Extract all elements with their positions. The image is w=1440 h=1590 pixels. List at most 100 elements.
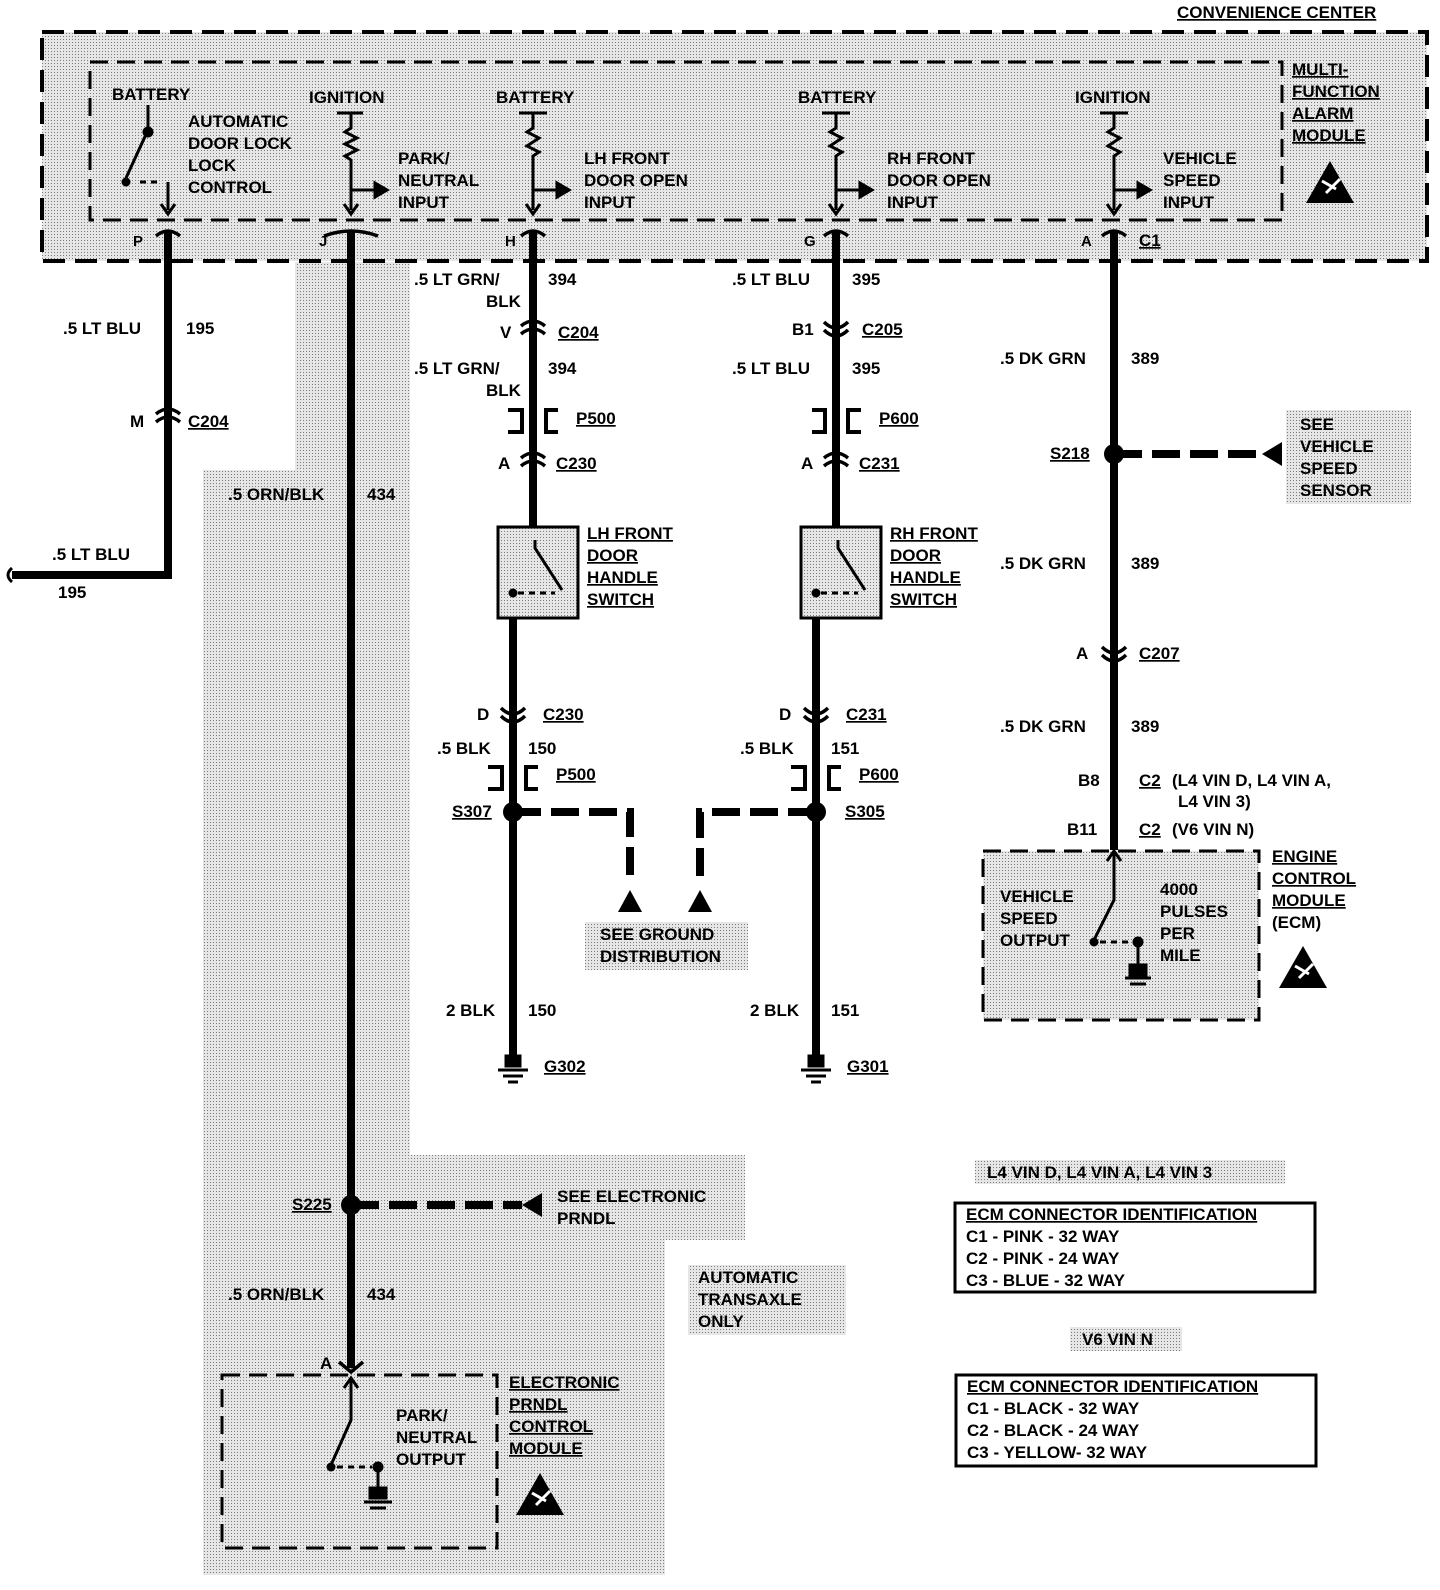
ground-arrow-rh [688, 890, 712, 912]
pn-output-label: NEUTRAL [396, 1428, 477, 1447]
ignition-vs-label: IGNITION [1075, 88, 1151, 107]
wire-label: .5 BLK [437, 739, 492, 758]
auto-trans-label: AUTOMATIC [698, 1268, 798, 1287]
pin-label: D [477, 705, 489, 724]
connector-note: (V6 VIN N) [1172, 820, 1254, 839]
inline-connectors [154, 229, 1128, 1375]
prndl-module-name: PRNDL [509, 1395, 568, 1414]
pin-label: A [801, 454, 813, 473]
rh-switch-box [799, 525, 883, 620]
lh-switch-label: DOOR [587, 546, 638, 565]
pin-label: A [1081, 233, 1092, 250]
ground-ref-shade [585, 922, 748, 970]
mfam-name: ALARM [1292, 104, 1353, 123]
mfam-name: MULTI- [1292, 60, 1348, 79]
circuit-label: 389 [1131, 717, 1159, 736]
wire-label: .5 DK GRN [1000, 717, 1086, 736]
circuit-label: 395 [852, 270, 880, 289]
vss-ref-shade [1286, 410, 1411, 504]
wire-label: 2 BLK [750, 1001, 800, 1020]
convenience-center-outline [40, 30, 1429, 263]
ecm-table-2 [954, 1373, 1318, 1468]
vs-input-label: INPUT [1163, 193, 1215, 212]
pin-label: A [320, 1354, 332, 1373]
circuit-label: 394 [548, 359, 577, 378]
table-tag: L4 VIN D, L4 VIN A, L4 VIN 3 [987, 1163, 1212, 1182]
wire-label: .5 LT BLU [732, 270, 810, 289]
lock-label: DOOR LOCK [188, 134, 293, 153]
prndl-module-name: MODULE [509, 1439, 583, 1458]
table-tag: V6 VIN N [1082, 1330, 1153, 1349]
wire-label: .5 DK GRN [1000, 554, 1086, 573]
table-row: C1 - PINK - 32 WAY [966, 1227, 1120, 1246]
pin-label: B1 [792, 320, 814, 339]
rh-switch-label: RH FRONT [890, 524, 978, 543]
prndl-module-name: ELECTRONIC [509, 1373, 620, 1392]
mfam-name: MODULE [1292, 126, 1366, 145]
labels: CONVENIENCE CENTER MULTI- FUNCTION ALARM… [52, 3, 1380, 1469]
circuit-label: 389 [1131, 349, 1159, 368]
connector-label: C2 [1139, 820, 1161, 839]
ground-arrow-lh [618, 890, 642, 912]
ecm-name: (ECM) [1272, 913, 1321, 932]
battery-lh-label: BATTERY [496, 88, 575, 107]
mfam-outline [88, 60, 1284, 222]
ignition-label: IGNITION [309, 88, 385, 107]
rh-input-label: INPUT [887, 193, 939, 212]
circuit-label: 389 [1131, 554, 1159, 573]
wires [12, 232, 1118, 1368]
convenience-center-shade [42, 32, 1427, 261]
wire-label: .5 LT BLU [63, 319, 141, 338]
lh-switch-label: LH FRONT [587, 524, 674, 543]
connector-label: C231 [859, 454, 900, 473]
park-input-label: PARK/ [398, 149, 450, 168]
pulses-label: MILE [1160, 946, 1201, 965]
pin-label: H [505, 233, 516, 250]
lh-switch-box [496, 525, 580, 620]
circuit-label: 150 [528, 1001, 556, 1020]
pin-label: M [130, 412, 144, 431]
vs-input-label: VEHICLE [1163, 149, 1237, 168]
lh-input-label: DOOR OPEN [584, 171, 688, 190]
vso-label: OUTPUT [1000, 931, 1071, 950]
pulses-label: PER [1160, 924, 1195, 943]
pin-label: A [498, 454, 510, 473]
wire-195-end [6, 566, 14, 584]
ground-ref-label: SEE GROUND [600, 925, 714, 944]
pin-label: B11 [1067, 820, 1097, 839]
vss-ref-label: SENSOR [1300, 481, 1372, 500]
auto-trans-label-shade [688, 1265, 846, 1335]
wire-label: .5 ORN/BLK [228, 485, 325, 504]
park-input-label: NEUTRAL [398, 171, 479, 190]
convenience-center-title: CONVENIENCE CENTER [1177, 3, 1376, 22]
auto-trans-label: TRANSAXLE [698, 1290, 802, 1309]
rh-input-label: RH FRONT [887, 149, 975, 168]
vs-input-label: SPEED [1163, 171, 1221, 190]
pin-label: J [319, 233, 327, 250]
lh-switch-label: HANDLE [587, 568, 658, 587]
lh-input-label: INPUT [584, 193, 636, 212]
ecm-name: MODULE [1272, 891, 1346, 910]
splice-s225 [341, 1195, 361, 1215]
splice-label: S218 [1050, 444, 1090, 463]
splice-label: S307 [452, 802, 492, 821]
circuit-label: 394 [548, 270, 577, 289]
wire-label: .5 BLK [740, 739, 795, 758]
connector-label: P500 [556, 765, 596, 784]
circuit-label: 195 [186, 319, 214, 338]
wire-label: .5 LT BLU [52, 545, 130, 564]
ecm-table-1 [953, 1201, 1317, 1294]
circuit-label: 151 [831, 739, 859, 758]
battery-rh-label: BATTERY [798, 88, 877, 107]
connector-label: C230 [556, 454, 597, 473]
splice-label: S225 [292, 1195, 332, 1214]
splice-s218 [1104, 444, 1124, 464]
prndl-module-name: CONTROL [509, 1417, 593, 1436]
wire-label: .5 LT BLU [732, 359, 810, 378]
circuit-label: 151 [831, 1001, 859, 1020]
rh-input-label: DOOR OPEN [887, 171, 991, 190]
wire-label: BLK [486, 292, 522, 311]
pin-label: P [133, 233, 143, 250]
pulses-label: 4000 [1160, 880, 1198, 899]
